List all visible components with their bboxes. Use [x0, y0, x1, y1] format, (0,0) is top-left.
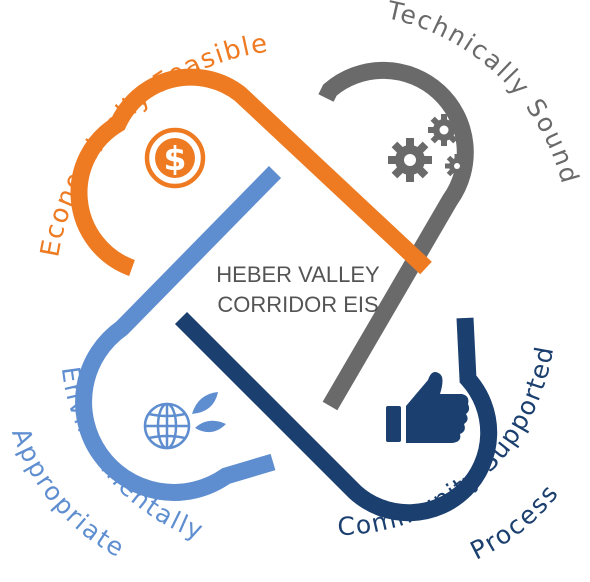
dollar-symbol: $ [164, 139, 187, 178]
label-process: Process [466, 478, 565, 565]
loop-economically-feasible [70, 68, 432, 276]
leaf-upper [192, 392, 218, 414]
dollar-coin-icon: $ [144, 127, 206, 189]
loop-community-supported [174, 311, 498, 522]
center-title-line1: HEBER VALLEY [216, 262, 380, 287]
gear-large-icon [388, 138, 432, 182]
thumbs-up-icon [386, 372, 470, 443]
gears-icon [388, 114, 469, 182]
center-title-line2: CORRIDOR EIS [217, 292, 378, 317]
gear-top-icon [428, 114, 460, 146]
leaf-lower [195, 420, 226, 433]
gear-small-icon [445, 154, 469, 178]
globe-leaves-icon [143, 392, 226, 450]
loop-environmentally-appropriate [75, 166, 282, 501]
